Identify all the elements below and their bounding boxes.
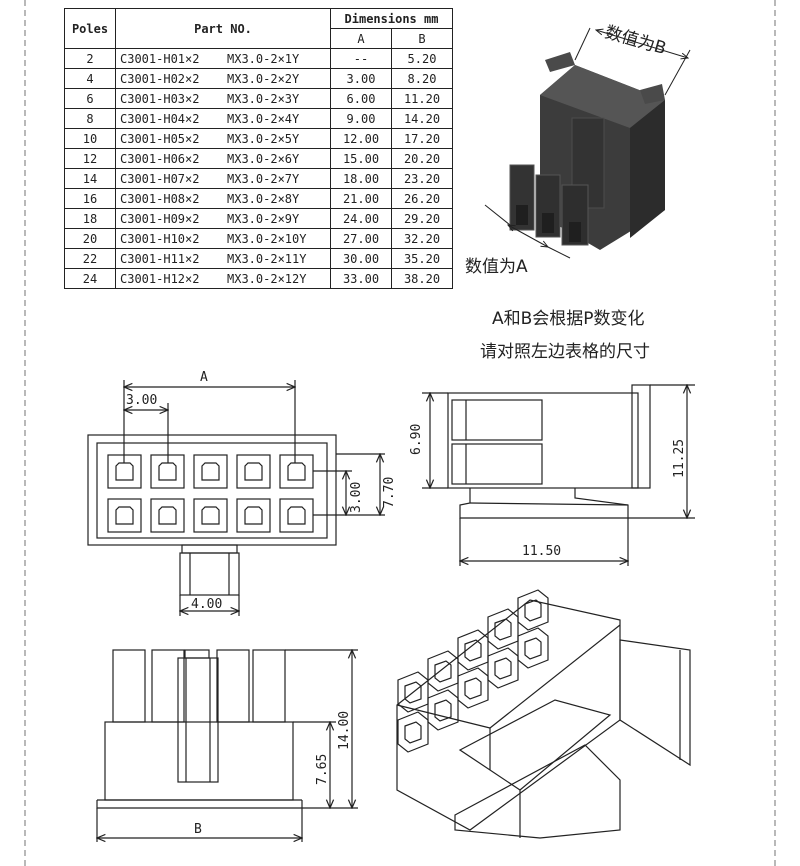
pin-cavity <box>107 498 142 533</box>
dim-11-50: 11.50 <box>522 544 561 559</box>
isometric-view <box>396 589 691 839</box>
iso-cavity <box>427 689 459 731</box>
cell-b: 38.20 <box>391 268 453 289</box>
cell-part-1: C3001-H05×2 <box>115 128 223 149</box>
cell-poles: 10 <box>64 128 116 149</box>
cell-part-1: C3001-H03×2 <box>115 88 223 109</box>
dim-row-pitch: 3.00 <box>349 482 364 513</box>
cell-b: 23.20 <box>391 168 453 189</box>
label-value-b: 数值为B <box>603 23 669 59</box>
iso-cavity <box>397 711 429 753</box>
dim-latch-width: 4.00 <box>191 597 222 612</box>
dim-6-90: 6.90 <box>409 424 424 455</box>
iso-cavity <box>487 647 519 689</box>
cell-part-2: MX3.0-2×8Y <box>223 188 331 209</box>
cell-a: 9.00 <box>330 108 392 129</box>
connector-photo: 数值为B 数值为A <box>465 23 691 277</box>
cell-b: 35.20 <box>391 248 453 269</box>
cell-part-1: C3001-H08×2 <box>115 188 223 209</box>
cell-poles: 14 <box>64 168 116 189</box>
cell-a: 3.00 <box>330 68 392 89</box>
cell-part-2: MX3.0-2×11Y <box>223 248 331 269</box>
dim-14-00: 14.00 <box>337 711 352 750</box>
pin-cavity <box>236 498 271 533</box>
cell-a: 33.00 <box>330 268 392 289</box>
cell-part-2: MX3.0-2×3Y <box>223 88 331 109</box>
iso-cavity <box>427 650 459 692</box>
pin-cavity <box>193 454 228 489</box>
dim-height: 7.70 <box>382 477 397 508</box>
dim-7-65: 7.65 <box>315 754 330 785</box>
pin-cavity <box>279 454 314 489</box>
header-part-no: Part NO. <box>115 8 331 49</box>
note-line-1: A和B会根据P数变化 <box>492 309 645 329</box>
iso-cavities <box>397 589 549 753</box>
pin-cavity <box>193 498 228 533</box>
cell-poles: 18 <box>64 208 116 229</box>
dim-11-25: 11.25 <box>672 439 687 478</box>
cell-a: 30.00 <box>330 248 392 269</box>
left-dashed-border <box>24 0 26 866</box>
label-value-a: 数值为A <box>465 257 528 277</box>
pin-cavity <box>279 498 314 533</box>
cell-part-1: C3001-H12×2 <box>115 268 223 289</box>
cell-b: 29.20 <box>391 208 453 229</box>
note-line-2: 请对照左边表格的尺寸 <box>480 342 650 362</box>
dim-b: B <box>194 822 202 837</box>
cavity-grid <box>107 454 314 533</box>
pin-cavity <box>236 454 271 489</box>
cell-poles: 6 <box>64 88 116 109</box>
cell-poles: 16 <box>64 188 116 209</box>
iso-cavity <box>517 589 549 631</box>
cell-b: 17.20 <box>391 128 453 149</box>
bottom-view <box>97 650 358 842</box>
side-view <box>422 385 695 566</box>
dim-a: A <box>200 370 208 385</box>
header-poles: Poles <box>64 8 116 49</box>
pin-cavity <box>150 498 185 533</box>
cell-a: 6.00 <box>330 88 392 109</box>
cell-a: 27.00 <box>330 228 392 249</box>
dim-pitch: 3.00 <box>126 393 157 408</box>
cell-b: 8.20 <box>391 68 453 89</box>
cell-b: 20.20 <box>391 148 453 169</box>
cell-b: 32.20 <box>391 228 453 249</box>
cell-b: 5.20 <box>391 48 453 69</box>
cell-part-1: C3001-H01×2 <box>115 48 223 69</box>
iso-cavity <box>517 627 549 669</box>
iso-cavity <box>457 667 489 709</box>
cell-part-2: MX3.0-2×4Y <box>223 108 331 129</box>
cell-poles: 24 <box>64 268 116 289</box>
right-dashed-border <box>774 0 776 866</box>
front-view <box>87 380 385 616</box>
cell-b: 14.20 <box>391 108 453 129</box>
cell-b: 26.20 <box>391 188 453 209</box>
